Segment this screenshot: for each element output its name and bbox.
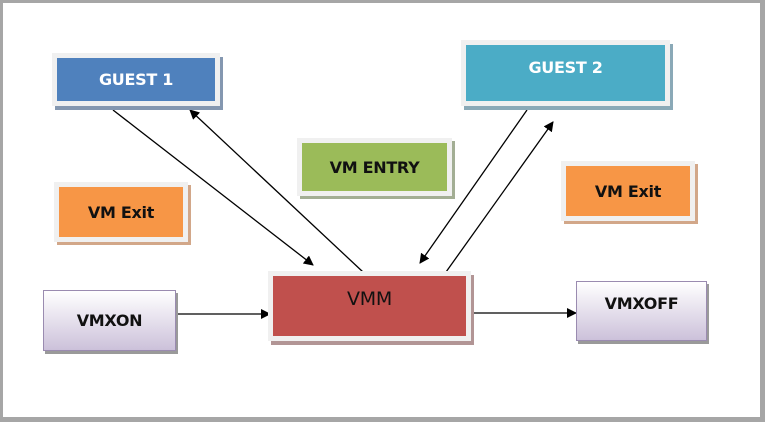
- vmxon-label: VMXON: [76, 311, 143, 330]
- guest-1-node: GUEST 1: [52, 53, 220, 106]
- vm-exit-right-label: VM Exit: [594, 181, 662, 201]
- vmxon-node: VMXON: [43, 290, 176, 351]
- vmm-node: VMM: [268, 271, 471, 341]
- vmxoff-node: VMXOFF: [576, 281, 707, 341]
- guest-2-label: GUEST 2: [528, 58, 603, 77]
- guest-1-label: GUEST 1: [98, 70, 174, 89]
- vm-exit-right-node: VM Exit: [561, 161, 695, 221]
- vmxoff-label: VMXOFF: [604, 294, 679, 313]
- guest-2-node: GUEST 2: [461, 40, 670, 106]
- vm-entry-node: VM ENTRY: [297, 138, 452, 196]
- vmm-label: VMM: [347, 288, 392, 310]
- vm-exit-left-label: VM Exit: [87, 202, 155, 222]
- vm-exit-left-node: VM Exit: [54, 182, 188, 242]
- vm-entry-label: VM ENTRY: [329, 157, 420, 177]
